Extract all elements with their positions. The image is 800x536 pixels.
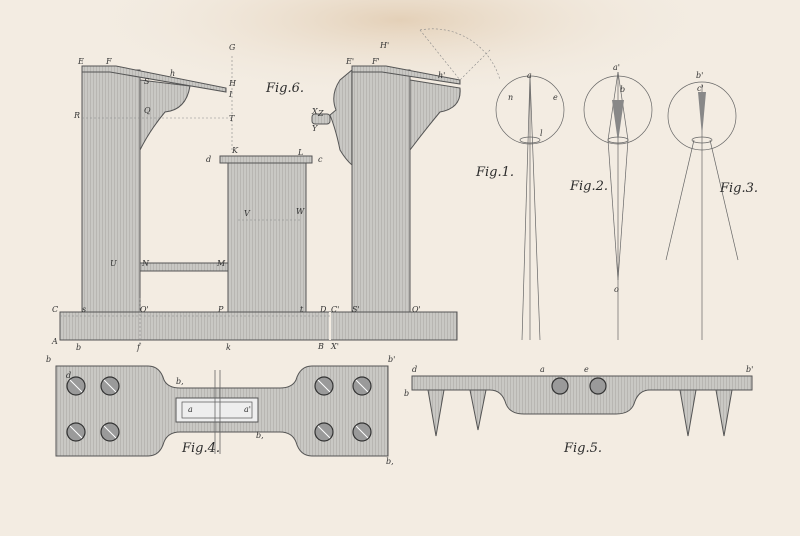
right-bracket xyxy=(409,79,461,152)
label-k: k xyxy=(226,343,231,352)
label-t: t xyxy=(300,305,304,314)
label-O-prime-right: O' xyxy=(412,305,421,314)
figure-4-caption: Fig.4. xyxy=(181,441,220,456)
figure-4-plate: b b' b, a a' d b, b, Fig.4. xyxy=(46,355,395,466)
label-b: b xyxy=(76,343,81,352)
label-Y: Y xyxy=(312,124,318,133)
label-G: G xyxy=(229,43,236,52)
label-V: V xyxy=(244,209,251,218)
label-B: B xyxy=(317,342,324,351)
label-I: I xyxy=(228,90,233,99)
label-S-prime: S' xyxy=(352,305,360,314)
fig5-label-e: e xyxy=(584,365,589,374)
label-K: K xyxy=(231,146,239,155)
fig4-label-d: d xyxy=(66,371,71,380)
fig1-label-l: l xyxy=(540,129,543,138)
desk-bracket xyxy=(139,79,191,151)
fig5-label-a: a xyxy=(540,365,545,374)
fig3-label-b-prime: b' xyxy=(696,71,703,80)
label-h: h xyxy=(170,69,175,78)
label-C: C xyxy=(52,305,58,314)
fig4-label-b-prime: b' xyxy=(388,355,395,364)
fig5-label-d: d xyxy=(412,365,417,374)
fig5-label-b-prime: b' xyxy=(746,365,753,374)
figure-6-caption: Fig.6. xyxy=(265,81,304,96)
label-T: T xyxy=(229,114,235,123)
fig4-label-b-comma: b, xyxy=(386,457,394,466)
fig2-label-o: o xyxy=(614,285,619,294)
label-s: s xyxy=(82,305,86,314)
figure-3-caption: Fig.3. xyxy=(719,181,758,196)
label-H: H xyxy=(228,79,237,88)
label-D: D xyxy=(319,305,327,314)
label-P: P xyxy=(217,305,224,314)
fig1-label-n: n xyxy=(508,93,513,102)
label-E: E xyxy=(77,57,84,66)
paper-stain xyxy=(70,0,730,100)
label-W: W xyxy=(296,207,305,216)
label-H-prime: H' xyxy=(379,41,389,50)
fig2-label-a-prime: a' xyxy=(613,63,620,72)
label-Z: Z xyxy=(317,109,324,118)
fig1-label-a: a xyxy=(527,71,532,80)
right-pier xyxy=(351,69,411,313)
label-Q: Q xyxy=(144,106,151,115)
fig1-label-e: e xyxy=(553,93,558,102)
figure-1-caption: Fig.1. xyxy=(475,165,514,180)
figure-1-eye: a n e l Fig.1. xyxy=(475,71,565,341)
left-pier xyxy=(81,69,141,313)
label-X-prime: X' xyxy=(330,342,339,351)
fig5-label-b: b xyxy=(404,389,409,398)
figure-2-caption: Fig.2. xyxy=(569,179,608,194)
label-c: c xyxy=(318,155,323,164)
figure-5-caption: Fig.5. xyxy=(563,441,602,456)
label-A: A xyxy=(51,337,58,346)
label-L: L xyxy=(297,148,303,157)
figure-3-eye: b' c' Fig.3. xyxy=(665,71,758,340)
label-S: S xyxy=(144,77,150,86)
label-d: d xyxy=(206,155,211,164)
label-E-prime: E' xyxy=(345,57,354,66)
label-h-prime: h' xyxy=(438,71,445,80)
label-O: O' xyxy=(140,305,149,314)
fig4-bolts xyxy=(66,376,372,442)
label-F: F xyxy=(105,57,112,66)
label-C-prime: C' xyxy=(331,305,339,314)
label-F-prime: F' xyxy=(371,57,380,66)
fig2-label-b: b xyxy=(620,85,625,94)
fig4-label-b-inner: b, xyxy=(176,377,184,386)
fig4-label-a: a xyxy=(188,405,193,414)
fig4-label-a-prime: a' xyxy=(244,405,251,414)
bench-base xyxy=(59,311,458,341)
label-M: M xyxy=(216,259,226,268)
figure-2-eye: a' b o Fig.2. xyxy=(569,63,653,340)
figure-6-bench: E F G H I S h Q R T K d L c V W U N M C … xyxy=(51,28,501,352)
figure-5-section: d b b' a e Fig.5. xyxy=(404,365,753,456)
seat-top xyxy=(219,155,313,164)
fig4-label-b-inner-2: b, xyxy=(256,431,264,440)
fig3-label-c-prime: c' xyxy=(697,84,704,93)
fig4-label-b: b xyxy=(46,355,51,364)
label-U: U xyxy=(110,259,117,268)
seat-block xyxy=(227,161,307,313)
label-R: R xyxy=(73,111,80,120)
label-N: N xyxy=(141,259,150,268)
label-X: X xyxy=(311,107,318,116)
label-f: f xyxy=(136,343,142,352)
